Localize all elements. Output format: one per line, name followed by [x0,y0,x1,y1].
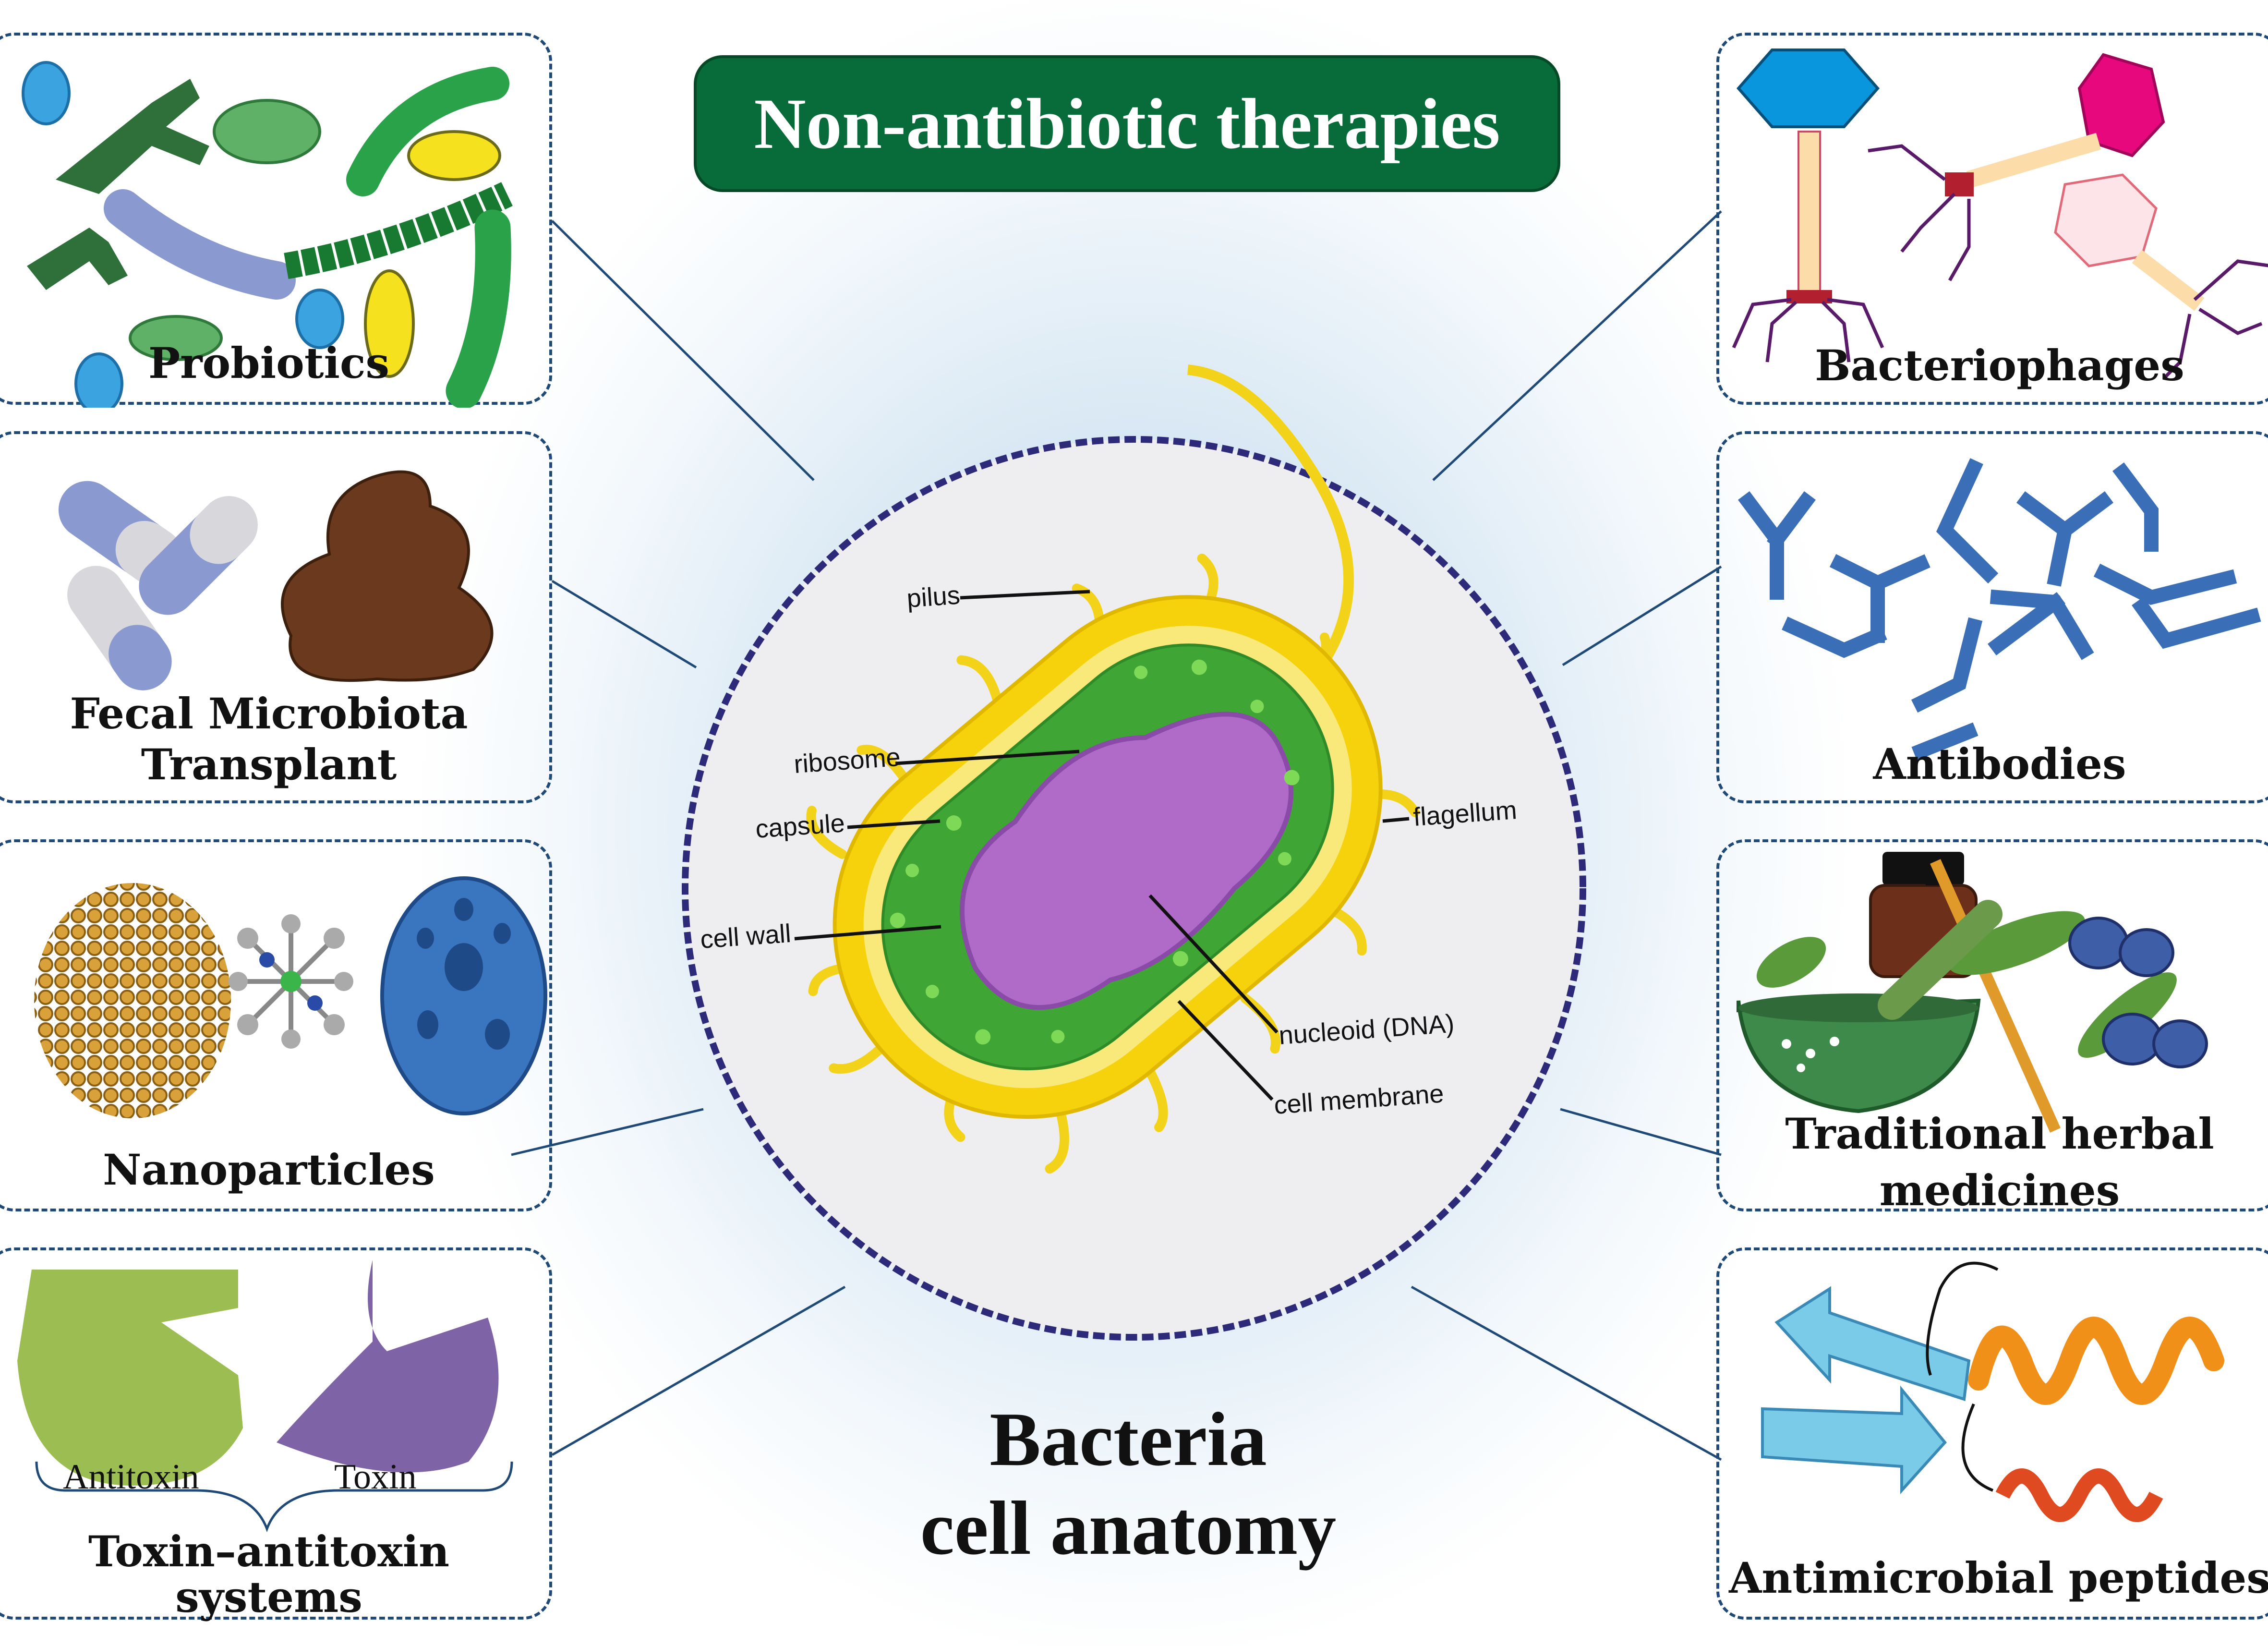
herbal-illustration [1737,852,2208,1133]
label-probiotics: Probiotics [148,338,390,388]
connector-bacteriophages [1432,210,1722,481]
label-fmt-line2: Transplant [141,739,397,789]
antitoxin-shape [17,1270,243,1486]
connector-amp [1411,1285,1722,1461]
center-title: Bacteria cell anatomy [720,1395,1536,1573]
label-antitoxin: Antitoxin [63,1457,199,1497]
probiotics-illustration [22,61,513,408]
panel-antimicrobial-peptides: Antimicrobial peptides [1716,1247,2268,1620]
label-antibodies: Antibodies [1873,739,2126,789]
connector-nanoparticles [511,1108,704,1156]
page-title: Non-antibiotic therapies [754,84,1500,164]
panel-fecal-microbiota-transplant: Fecal Microbiota Transplant [0,431,552,803]
connector-probiotics [551,220,815,481]
panel-probiotics: Probiotics [0,33,552,408]
brace [35,1461,513,1533]
connector-lines [511,210,1722,1461]
nucleoid-shape [960,712,1294,1010]
panel-antibodies: Antibodies [1716,431,2268,803]
connector-toxin-antitoxin [551,1285,846,1456]
label-capsule: capsule [755,809,846,844]
label-amp: Antimicrobial peptides [1729,1553,2268,1603]
toxin-shape [277,1260,499,1473]
label-fmt-line1: Fecal Microbiota [70,689,468,738]
label-herbal-line2: medicines [1879,1165,2120,1215]
panel-nanoparticles: Nanoparticles [0,839,552,1211]
fmt-illustration [58,470,494,690]
label-cell-wall: cell wall [700,919,792,954]
toxin-antitoxin-illustration [17,1260,513,1533]
bacterium-illustration [806,364,1420,1174]
label-nanoparticles: Nanoparticles [103,1145,435,1195]
connector-fmt [551,580,697,669]
antibodies-illustration [1738,458,2261,761]
flagellum-shape [1187,364,1354,667]
ribosomes [890,659,1300,1045]
bacteriophages-illustration [1732,48,2268,378]
panel-traditional-herbal-medicines: Traditional herbal medicines [1716,839,2268,1215]
connector-antibodies [1562,565,1722,666]
label-bacteriophages: Bacteriophages [1815,340,2184,390]
title-box: Non-antibiotic therapies [694,55,1560,192]
label-pilus: pilus [906,581,961,613]
label-herbal-line1: Traditional herbal [1785,1109,2214,1159]
center-title-line2: cell anatomy [920,1485,1337,1571]
center-title-line1: Bacteria [989,1396,1267,1482]
label-toxin: Toxin [334,1457,417,1497]
panel-toxin-antitoxin: Antitoxin Toxin Toxin–antitoxin systems [0,1247,552,1622]
label-ta-line2: systems [175,1572,362,1622]
nanoparticles-illustration [34,876,547,1118]
connector-herbal [1560,1108,1722,1156]
panel-bacteriophages: Bacteriophages [1716,33,2268,405]
label-ta-line1: Toxin–antitoxin [88,1526,450,1576]
amp-illustration [1761,1261,2224,1522]
callout-lines [794,590,1410,1101]
